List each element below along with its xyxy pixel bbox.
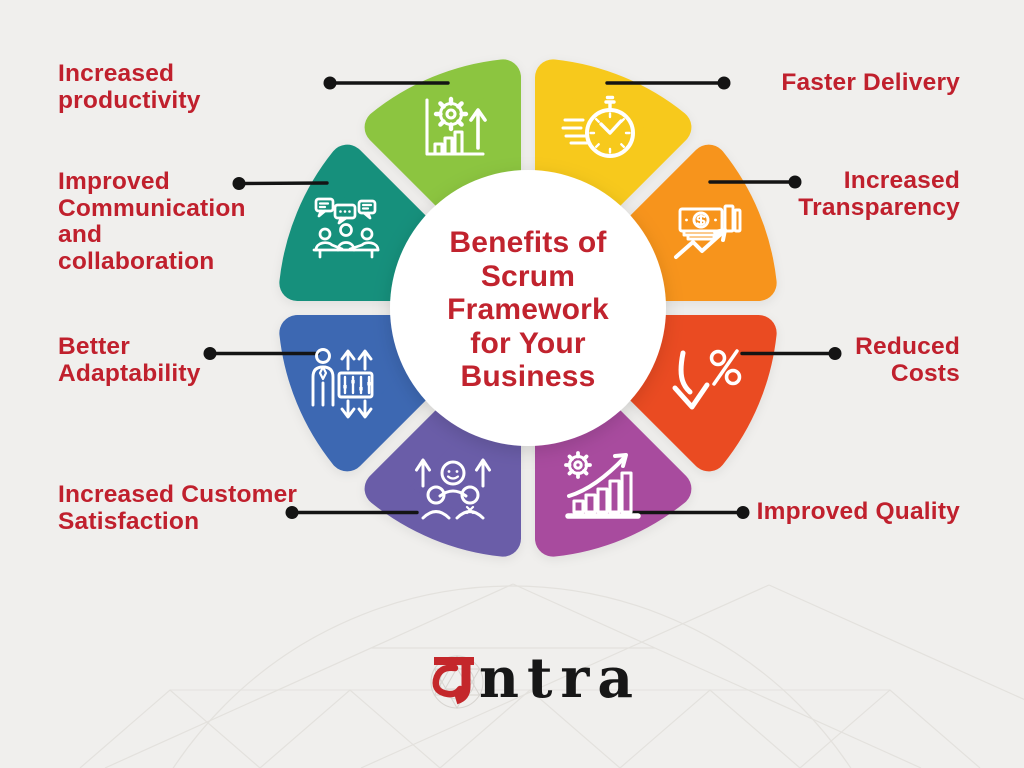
benefit-label-improved-communication: Improved Communication and collaboration [58,168,246,275]
watermark-large-triangle [104,583,922,768]
benefit-label-better-adaptability: Better Adaptability [58,333,201,387]
gear-bar-chart-icon [425,96,487,156]
team-meeting-speech-bubbles-icon [312,197,380,259]
segment-increased-transparency [616,144,777,301]
connector-line [237,181,329,186]
benefit-label-reduced-costs: Reduced Costs [855,333,960,387]
benefit-label-improved-quality: Improved Quality [756,498,960,525]
center-circle [390,170,666,446]
banknote-growth-arrow-icon [674,204,742,259]
watermark-large-triangle-right [360,584,1024,768]
connector-dot [323,76,337,90]
benefit-label-increased-productivity: Increased productivity [58,60,201,114]
benefit-label-increased-transparency: Increased Transparency [798,167,960,221]
connector-dot [788,175,802,189]
wheel-center-title: Benefits of Scrum Framework for Your Bus… [447,226,609,393]
watermark-geometry [79,583,1024,768]
customers-up-arrows-icon [415,458,491,520]
segment-increased-productivity [364,59,521,220]
watermark-circle [172,585,852,768]
connectors [203,76,842,519]
person-sliders-arrows-icon [311,348,374,419]
stopwatch-speed-icon [561,95,635,158]
benefit-label-customer-satisfaction: Increased Customer Satisfaction [58,481,298,535]
connector-dot [828,347,842,360]
segment-improved-communication [279,144,440,301]
devanagari-ta-glyph [432,657,474,705]
benefit-label-faster-delivery: Faster Delivery [781,69,960,96]
connector-dot [736,506,750,519]
connector-dot [285,506,299,519]
percent-down-arrow-icon [672,349,742,410]
segment-faster-delivery [535,59,692,220]
connector-dot [203,347,217,360]
connector-dot [232,177,246,190]
connector-dot [717,76,731,90]
segment-better-adaptability [279,315,440,472]
gear-growth-bars-icon [564,451,641,519]
brand-logo-text: ntra [479,645,642,710]
